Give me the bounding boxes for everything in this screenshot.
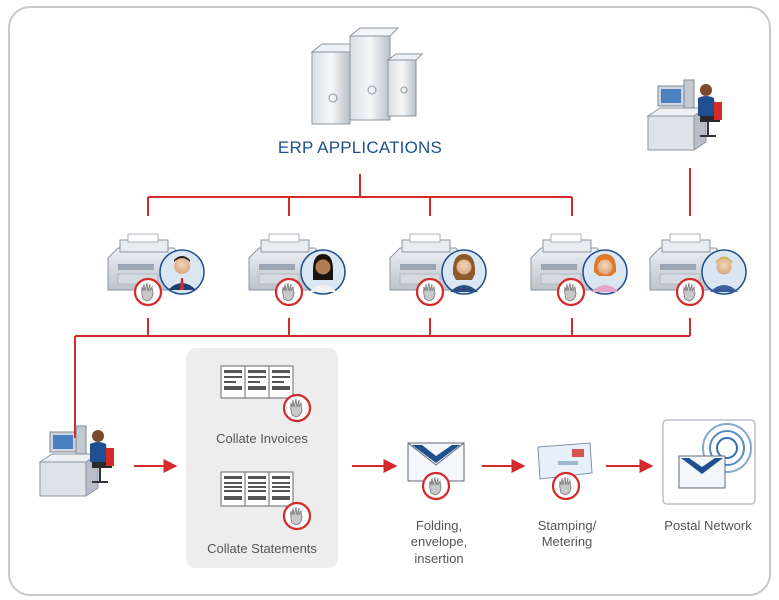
- top-right-computer-user-icon: [647, 79, 723, 151]
- invoices-documents-icon: [220, 365, 312, 423]
- flow-arrows: [74, 412, 654, 473]
- folding-line-2: envelope,: [410, 534, 468, 550]
- stamping-metering-icon: [537, 442, 593, 501]
- postal-network-label: Postal Network: [664, 518, 752, 533]
- printer-user-3-icon: [389, 233, 487, 307]
- printer-user-5-icon: [649, 233, 747, 307]
- stamping-line-2: Metering: [541, 534, 593, 550]
- erp-servers-icon: [310, 27, 424, 125]
- collate-invoices-label: Collate Invoices: [216, 431, 308, 446]
- stamping-line-1: Stamping/: [537, 518, 597, 533]
- printer-user-1-icon: [107, 233, 205, 307]
- printer-user-4-icon: [530, 233, 628, 307]
- printer-user-2-icon: [248, 233, 346, 307]
- collate-statements-label: Collate Statements: [207, 541, 317, 556]
- erp-applications-label: ERP APPLICATIONS: [277, 138, 443, 157]
- stamping-label: Stamping/ Metering: [517, 518, 617, 551]
- postal-network-icon: [662, 419, 756, 505]
- folding-line-3: insertion: [414, 550, 464, 566]
- statements-documents-icon: [220, 471, 312, 531]
- folding-envelope-icon: [407, 442, 465, 501]
- top-connectors: [74, 168, 691, 412]
- folding-line-1: Folding,: [415, 518, 463, 533]
- operator-computer-user-icon: [39, 425, 115, 497]
- folding-label: Folding, envelope, insertion: [397, 518, 481, 567]
